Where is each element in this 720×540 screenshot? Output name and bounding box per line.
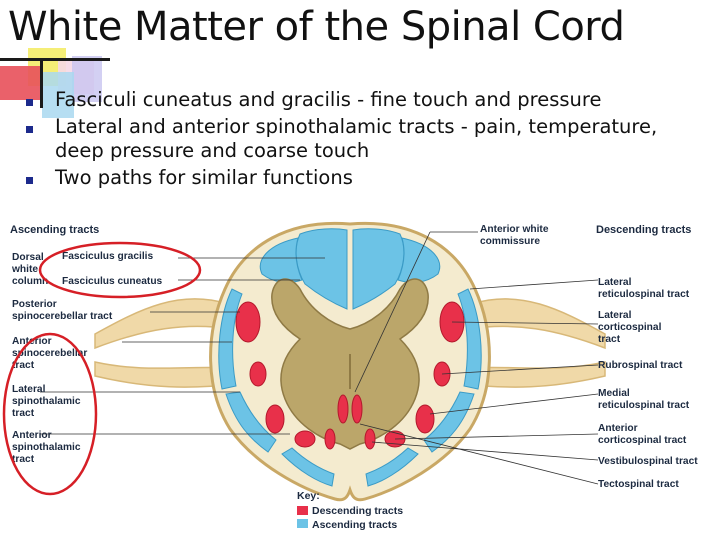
bullet-item: Fasciculi cuneatus and gracilis - fine t… (22, 88, 712, 112)
svg-text:Key:: Key: (297, 490, 320, 502)
ascending-tracts-header: Ascending tracts (10, 224, 99, 236)
label-tectospinal: Tectospinal tract (598, 479, 679, 490)
descending-tract-regions (235, 301, 465, 450)
descending-key-swatch (297, 506, 308, 515)
label-anterior-spinothalamic: Anterior spinothalamic tract (12, 430, 83, 465)
label-posterior-spinocerebellar: Posterior spinocerebellar tract (12, 299, 113, 322)
label-anterior-white-commissure: Anterior white commissure (480, 224, 551, 247)
label-fasciculus-gracilis: Fasciculus gracilis (62, 251, 153, 262)
annotation-circle-dorsal (38, 241, 202, 299)
annotation-circle-spinothalamic (2, 332, 98, 496)
label-anterior-corticospinal: Anterior corticospinal tract (598, 423, 687, 446)
bullet-item: Two paths for similar functions (22, 166, 712, 190)
label-dorsal-white-column: Dorsal white column (11, 252, 48, 287)
bullet-list: Fasciculi cuneatus and gracilis - fine t… (22, 88, 712, 193)
label-lateral-reticulospinal: Lateral reticulospinal tract (598, 277, 690, 300)
descending-tracts-header: Descending tracts (596, 224, 691, 236)
leader-lines (40, 231, 599, 485)
label-lateral-spinothalamic: Lateral spinothalamic tract (12, 384, 83, 419)
bullet-square-icon (26, 99, 33, 106)
label-lateral-corticospinal: Lateral corticospinal tract (598, 310, 664, 345)
page-title: White Matter of the Spinal Cord (8, 4, 625, 50)
spinal-cord-diagram: Ascending tracts Descending tracts Dorsa… (2, 221, 698, 531)
label-fasciculus-cuneatus: Fasciculus cuneatus (62, 276, 163, 287)
key-ascending-label: Ascending tracts (312, 519, 397, 531)
legend-key: Key: Descending tracts Ascending tracts (297, 490, 403, 531)
bullet-item: Lateral and anterior spinothalamic tract… (22, 115, 712, 163)
corner-decoration (0, 0, 110, 120)
label-anterior-spinocerebellar: Anterior spinocerebellar tract (12, 336, 90, 371)
label-vestibulospinal: Vestibulospinal tract (598, 456, 698, 467)
key-descending-label: Descending tracts (312, 505, 403, 517)
bullet-square-icon (26, 126, 33, 133)
label-medial-reticulospinal: Medial reticulospinal tract (598, 388, 690, 411)
bullet-square-icon (26, 177, 33, 184)
ascending-tract-regions (218, 228, 482, 487)
ascending-key-swatch (297, 519, 308, 528)
label-rubrospinal: Rubrospinal tract (598, 360, 683, 371)
